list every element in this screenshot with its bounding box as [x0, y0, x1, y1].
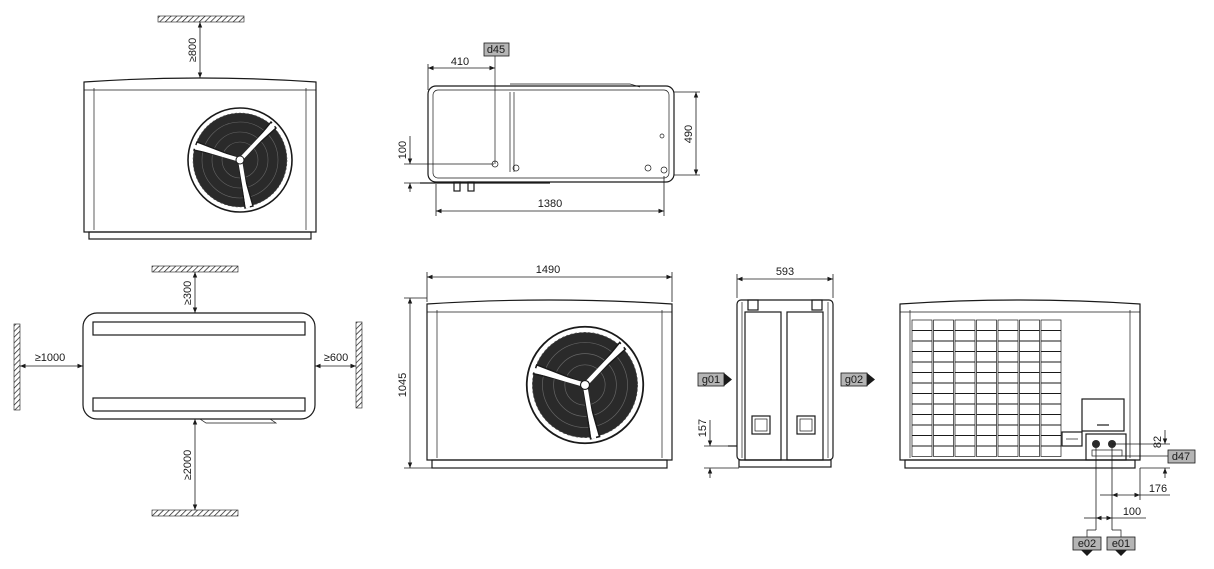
dim-100-label: 100	[397, 141, 409, 159]
pipe-stub-1	[453, 181, 461, 192]
service-panel	[1081, 398, 1125, 432]
dim-176-label: 176	[1149, 483, 1167, 495]
mount-hole-3	[660, 166, 668, 174]
tag-d47: d47	[1172, 451, 1190, 463]
grille-column	[1019, 319, 1040, 457]
unit-top-outline	[427, 85, 675, 183]
unit-side-body	[736, 299, 834, 461]
unit-side-port-left	[751, 415, 771, 435]
unit-side-port-right	[796, 415, 816, 435]
top-view: d45 410 100 490 1380	[397, 42, 700, 216]
dim-82-label: 82	[1152, 436, 1164, 448]
dim-593-label: 593	[776, 266, 794, 278]
dim-1490-label: 1490	[536, 264, 560, 276]
grille-column	[976, 319, 997, 457]
grille-column	[954, 319, 976, 457]
tag-e01: e01	[1112, 538, 1130, 550]
tag-g02: g02	[845, 374, 863, 386]
wall-hatch-plan-left	[13, 323, 21, 411]
front-view-top-left: ≥800	[83, 15, 317, 240]
clearance-plan-top-label: ≥300	[182, 281, 194, 305]
unit-top-inner	[432, 89, 670, 179]
unit-plan-grille-bottom	[92, 397, 306, 412]
tag-g02-pointer	[867, 373, 875, 386]
tag-g01-pointer	[724, 373, 732, 386]
mount-hole-4	[659, 133, 665, 139]
connection-plate	[1085, 433, 1127, 461]
dim-410-label: 410	[451, 56, 469, 68]
unit-front-body	[83, 77, 317, 233]
pipe-stub-2	[467, 181, 475, 192]
unit-top-fan-cover	[510, 83, 641, 88]
evaporator-grille	[911, 319, 1062, 457]
unit-rear-base	[904, 459, 1136, 469]
front-view-dimensioned: 1490 1045	[397, 264, 673, 469]
unit-front-base	[88, 231, 312, 240]
unit-front2-base	[431, 459, 668, 469]
unit-side-bracket-right	[811, 299, 823, 311]
unit-plan-grille-top	[92, 321, 306, 336]
wall-hatch-plan-bottom	[151, 509, 239, 517]
rear-view: d47 82 176 100 e02 e01	[899, 299, 1196, 556]
e01-leader	[1112, 529, 1122, 537]
tag-e01-pointer	[1115, 550, 1127, 556]
unit-rear-body	[899, 299, 1141, 461]
fan-icon-large	[527, 327, 643, 443]
wall-hatch-top	[157, 15, 245, 23]
clearance-top-label: ≥800	[187, 38, 199, 62]
grille-column	[1040, 319, 1062, 457]
wall-hatch-plan-right	[355, 321, 363, 409]
fan-icon	[186, 106, 294, 214]
grille-column	[911, 319, 933, 457]
dim-490-label: 490	[683, 125, 695, 143]
unit-plan-outline	[82, 312, 316, 420]
mount-hole-1	[512, 164, 520, 172]
clearance-plan-left-label: ≥1000	[35, 352, 66, 364]
unit-side-port-left-inner	[754, 418, 768, 432]
wall-hatch-plan-top	[151, 265, 239, 273]
dim-100b-label: 100	[1123, 506, 1141, 518]
tag-e02: e02	[1078, 538, 1096, 550]
unit-side-bracket-left	[747, 299, 759, 311]
connector-bracket	[1091, 449, 1123, 457]
unit-side-panel-right	[786, 311, 824, 461]
tag-d45-box	[483, 42, 510, 57]
tag-e02-pointer	[1081, 550, 1093, 556]
unit-side-panel-left	[744, 311, 782, 461]
unit-front2-body	[426, 299, 673, 461]
dim-157-label: 157	[697, 419, 709, 437]
grille-column	[997, 319, 1019, 457]
plan-clearance-view: ≥300 ≥1000 ≥600 ≥2000	[13, 265, 363, 517]
tag-d45: d45	[487, 44, 505, 56]
unit-plan-fan-edge	[198, 418, 278, 424]
grille-column	[933, 319, 954, 457]
side-view: 593 157 g01 g02	[697, 266, 875, 478]
connector-e02	[1092, 440, 1100, 448]
dim-1045-label: 1045	[397, 373, 409, 397]
clearance-plan-right-label: ≥600	[324, 352, 348, 364]
unit-side-port-right-inner	[799, 418, 813, 432]
clearance-plan-bottom-label: ≥2000	[182, 450, 194, 481]
e02-leader	[1086, 529, 1096, 537]
tag-d47-box	[1167, 449, 1196, 464]
electrical-box	[1061, 431, 1083, 447]
dim-1380-label: 1380	[538, 198, 562, 210]
tag-g01: g01	[702, 374, 720, 386]
mount-hole-2	[644, 164, 652, 172]
unit-side-base	[738, 459, 832, 468]
